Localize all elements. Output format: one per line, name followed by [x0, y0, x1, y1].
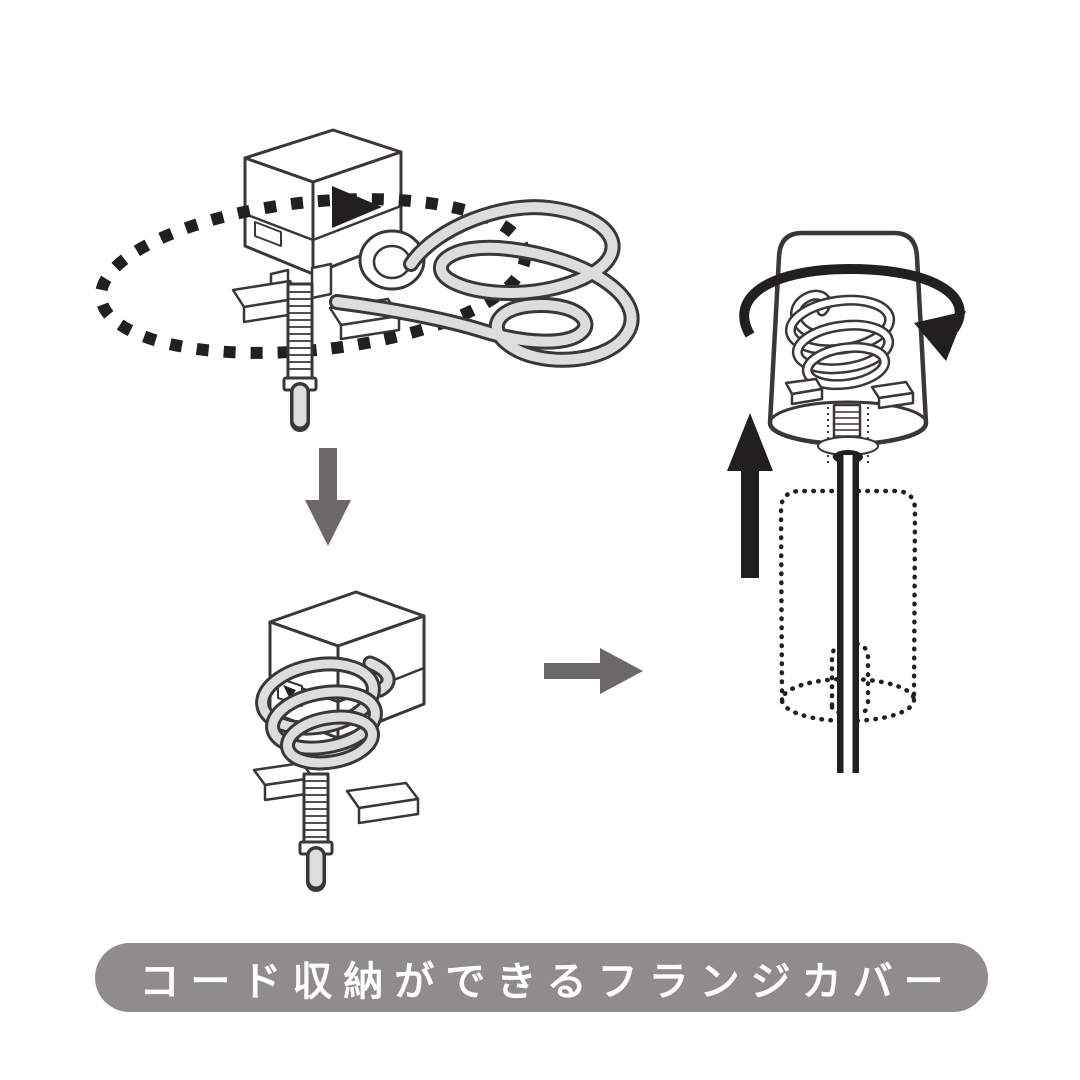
- coiled-cord: [255, 655, 396, 771]
- coiled-cord-inside-cover: [784, 289, 896, 391]
- mounting-bracket: [784, 377, 915, 410]
- pendant-cord: [329, 199, 640, 368]
- rotate-arrow-icon: [739, 263, 966, 361]
- up-arrow-icon: [727, 413, 773, 578]
- step-3-illustration: [727, 230, 966, 773]
- mounting-bracket: [252, 761, 420, 825]
- wrap-direction-arrowhead-icon: [332, 186, 382, 228]
- threaded-rod: [282, 282, 318, 432]
- step-2-illustration: [252, 590, 426, 892]
- step-right-arrow-icon: [544, 648, 643, 694]
- caption-banner: コード収納ができるフランジカバー: [95, 943, 988, 1012]
- flange-cover: [767, 230, 929, 464]
- caption-text: コード収納ができるフランジカバー: [139, 959, 955, 1004]
- threaded-rod: [298, 772, 334, 892]
- step-1-illustration: [95, 128, 640, 432]
- step-down-arrow-icon: [305, 448, 351, 546]
